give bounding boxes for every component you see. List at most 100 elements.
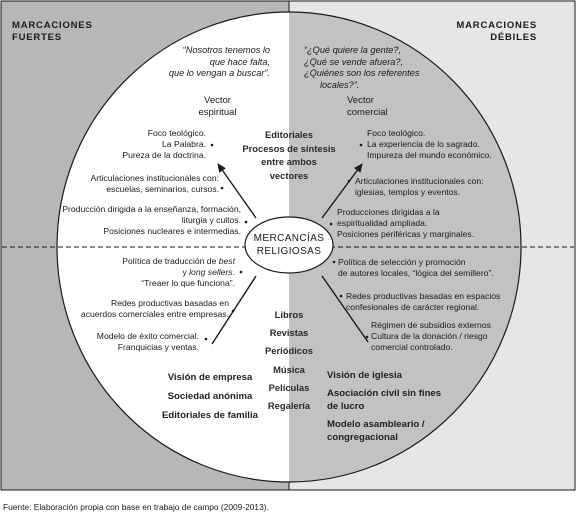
center-label-line: MERCANCÍAS [253, 233, 325, 244]
quote-line: que lo vengan a buscar”. [168, 68, 270, 78]
bullet-dot [332, 260, 336, 264]
right-item-line: espiritualidad ampliada. [337, 218, 428, 228]
right-item-line: Cultura de la donación / riesgo [371, 331, 488, 341]
middle-bottom-block: Libros Revistas Periódicos Música Pelícu… [254, 306, 324, 415]
header-left-line: FUERTES [12, 32, 62, 43]
bullet-dot [339, 294, 343, 298]
middle-bottom-item: Regalería [267, 400, 311, 412]
quote-line: locales?”. [320, 79, 360, 90]
bullet-dot [365, 335, 369, 339]
right-item-line: Redes productivas basadas en espacios [346, 291, 501, 301]
bottom-left-item: Editoriales de familia [162, 410, 258, 421]
left-item-line: acuerdos comerciales entre empresas. [80, 309, 229, 319]
left-item-line: Franquicias y ventas. [117, 342, 199, 352]
bullet-dot [359, 143, 363, 147]
left-item-line: escuelas, seminarios, cursos. [106, 184, 219, 194]
center-label-line: RELIGIOSAS [256, 245, 322, 257]
middle-top-line: entre ambos [261, 156, 317, 167]
header-right-line: DÉBILES [490, 32, 537, 43]
bottom-left-item: Sociedad anónima [167, 391, 253, 402]
right-item-line: Impureza del mundo económico. [367, 150, 492, 160]
header-right-line: MARCACIONES [456, 20, 537, 31]
bottom-left-item: Visión de empresa [167, 372, 253, 383]
arrow-up-left [217, 163, 257, 219]
bottom-right-item: Modelo asambleario / [327, 419, 425, 430]
line-down-left [211, 275, 257, 345]
middle-top-line: Editoriales [265, 129, 313, 140]
left-item-produccion: Producción dirigida a la enseñanza, form… [62, 204, 241, 237]
source-note: Fuente: Elaboración propia con base en t… [3, 502, 269, 512]
left-item-foco: Foco teológico. La Palabra. Pureza de la… [122, 128, 206, 161]
right-item-regimen: Régimen de subsidios externos Cultura de… [371, 320, 491, 353]
bottom-right-item: Visión de iglesia [327, 370, 403, 381]
right-item-line: comercial controlado. [371, 342, 453, 352]
left-item-line: Redes productivas basadas en [110, 298, 229, 308]
vector-left-line: Vector [204, 95, 231, 106]
left-item-line: y long sellers. [122, 267, 235, 278]
bullet-dots [204, 143, 369, 341]
bullet-dot [204, 337, 208, 341]
right-item-redes: Redes productivas basadas en espacios co… [346, 291, 500, 313]
right-item-line: Régimen de subsidios externos [371, 320, 491, 330]
bottom-left-block: Visión de empresa Sociedad anónima Edito… [150, 368, 270, 425]
quote-left: “Nosotros tenemos lo que hace falta, que… [169, 45, 270, 80]
middle-bottom-item: Películas [268, 381, 310, 393]
header-right: MARCACIONES DÉBILES [456, 20, 537, 44]
text-span: long sellers [189, 267, 233, 277]
left-item-line: Modelo de éxito comercial. [96, 331, 199, 341]
arrow-up-right [321, 163, 363, 219]
left-item-redes: Redes productivas basadas en acuerdos co… [81, 298, 229, 320]
left-item-modelo: Modelo de éxito comercial. Franquicias y… [97, 331, 199, 353]
bottom-right-item: Asociación civil sin fines [327, 388, 442, 399]
left-item-line: Foco teológico. [147, 128, 206, 138]
center-node [244, 216, 334, 274]
left-item-line: “Treaer lo que funciona”. [141, 278, 235, 288]
right-item-line: confesionales de carácter regional. [346, 302, 480, 312]
middle-top-line: Procesos de síntesis [242, 142, 336, 154]
center-label: MERCANCÍAS RELIGIOSAS [245, 233, 333, 258]
text-span: Política de traducción de [122, 256, 219, 266]
right-item-line: Producciones dirigidas a la [337, 207, 440, 217]
bullet-dot [231, 309, 235, 313]
right-item-line: Política de selección y promoción [338, 257, 466, 267]
circle-outline [56, 11, 522, 483]
text-span: . [232, 267, 235, 277]
middle-bottom-item: Revistas [269, 327, 309, 339]
middle-bottom-item: Libros [274, 309, 304, 320]
right-item-politica: Política de selección y promoción de aut… [338, 257, 494, 279]
quote-line: que hace falta, [209, 56, 270, 67]
bullet-dot [220, 186, 224, 190]
quote-line: ¿Quiénes son los referentes [304, 68, 420, 78]
vector-right-line: Vector [347, 95, 374, 106]
bullet-dot [347, 179, 351, 183]
vector-left-line: espiritual [198, 107, 237, 118]
vector-right-label: Vector comercial [347, 95, 388, 119]
right-item-line: iglesias, templos y eventos. [355, 187, 461, 197]
middle-bottom-item: Periódicos [265, 345, 313, 357]
left-item-line: Posiciones nucleares e intermedias. [103, 226, 241, 236]
bullet-dot [210, 143, 214, 147]
left-item-line: Política de traducción de best [122, 256, 235, 267]
middle-bottom-item: Música [273, 363, 305, 375]
quote-line: “¿Qué quiere la gente?, [304, 45, 402, 55]
vector-left-label: Vector espiritual [190, 95, 245, 119]
bullet-dot [239, 270, 243, 274]
right-item-foco: Foco teológico. La experiencia de lo sag… [367, 128, 492, 161]
bottom-right-block: Visión de iglesia Asociación civil sin f… [327, 369, 441, 444]
middle-top-line: vectores [269, 169, 309, 181]
bottom-right-item: de lucro [327, 401, 365, 412]
bullet-dot [244, 220, 248, 224]
quote-right: “¿Qué quiere la gente?, ¿Qué se vende af… [304, 45, 419, 91]
line-down-right [321, 275, 369, 343]
header-left-line: MARCACIONES [12, 20, 93, 31]
left-item-line: Pureza de la doctrina. [122, 150, 206, 160]
text-span: y [182, 267, 190, 277]
right-item-producciones: Producciones dirigidas a la espiritualid… [337, 207, 474, 240]
bottom-right-item: congregacional [327, 432, 398, 443]
right-item-line: Foco teológico. [367, 128, 426, 138]
quote-line: ¿Qué se vende afuera?, [304, 56, 404, 67]
left-item-line: liturgia y cultos. [181, 215, 241, 225]
left-item-articulaciones: Articulaciones institucionales con: escu… [91, 173, 220, 195]
bullet-dot [329, 222, 333, 226]
